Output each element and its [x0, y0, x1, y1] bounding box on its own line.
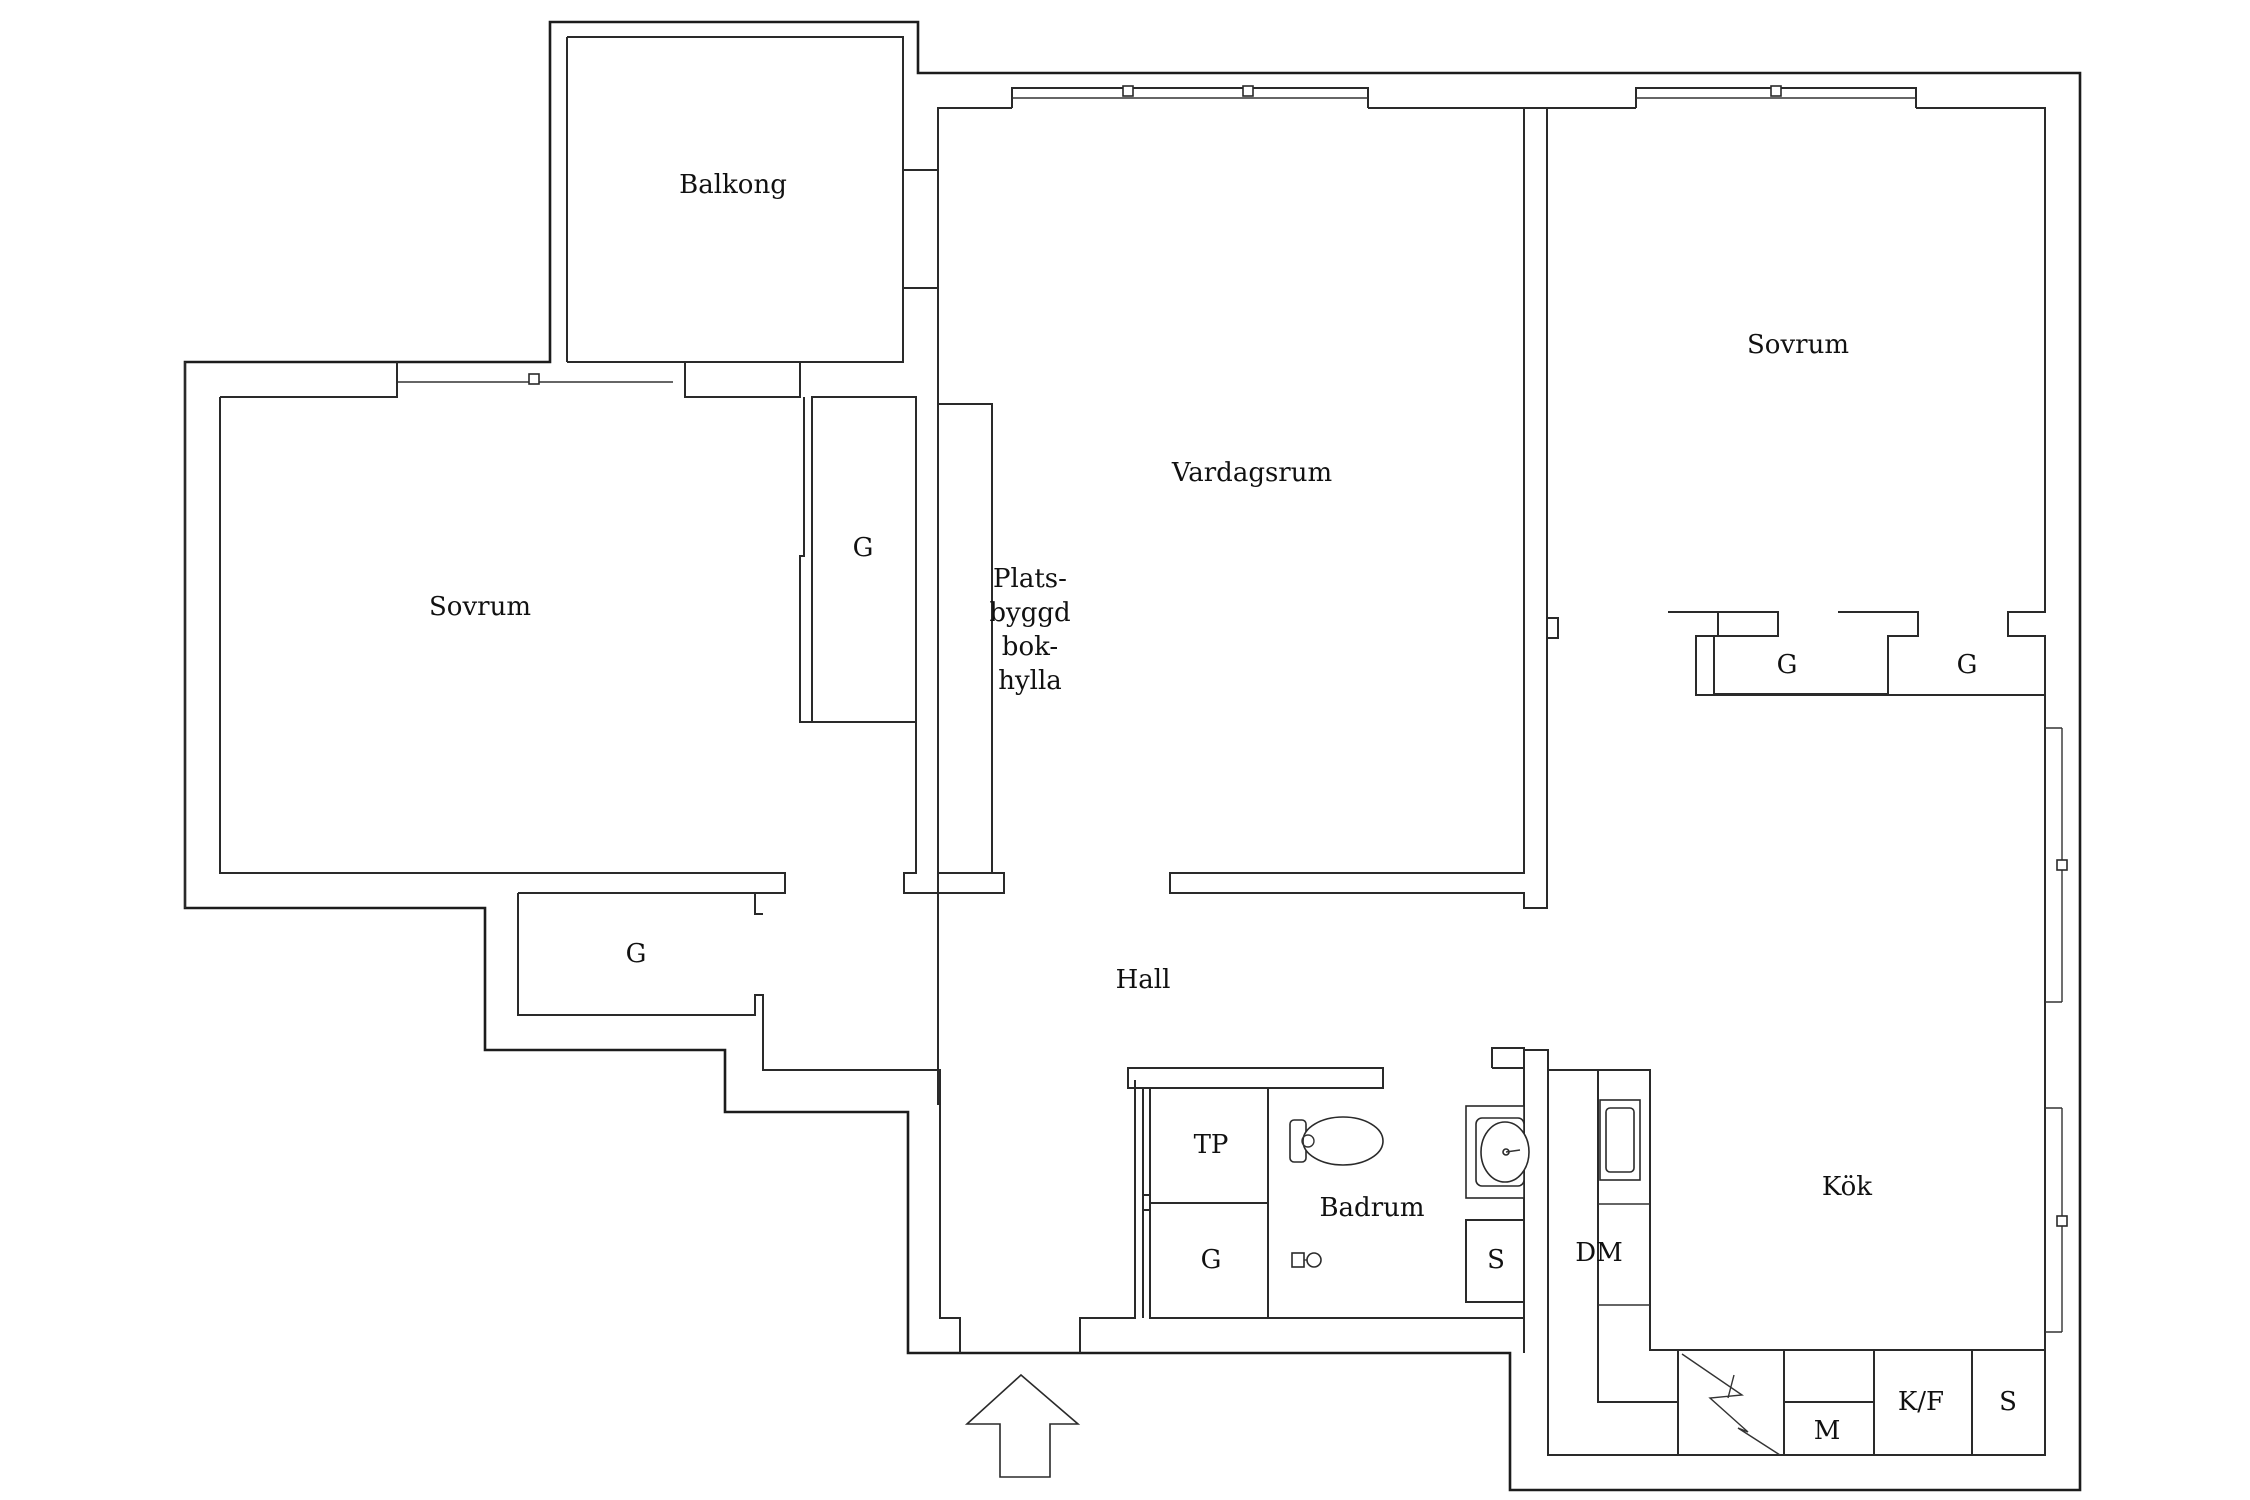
left-bedroom-walls [184, 361, 938, 914]
label-bookshelf-2: byggd [989, 598, 1070, 628]
label-s-kitchen: S [1999, 1387, 2017, 1417]
windows [397, 85, 2068, 1332]
label-bookshelf-3: bok- [1002, 632, 1058, 662]
room-labels: Balkong Vardagsrum Sovrum Sovrum Hall Ba… [429, 170, 2017, 1446]
entrance-arrow-icon [964, 1373, 1081, 1478]
label-g-bath-closet: G [1201, 1245, 1222, 1275]
window-latch-icon [2056, 859, 2068, 871]
label-m: M [1814, 1416, 1841, 1446]
right-bedroom-walls [1547, 107, 1919, 695]
window-latch-icon [1122, 85, 1134, 97]
label-s-bath: S [1487, 1245, 1505, 1275]
sink-icon [1465, 1105, 1530, 1199]
label-kok: Kök [1822, 1172, 1872, 1202]
label-bookshelf-1: Plats- [993, 564, 1067, 594]
window-latch-icon [1242, 85, 1254, 97]
label-g-hall-closet: G [626, 939, 647, 969]
window-latch-icon [2056, 1215, 2068, 1227]
electric-icon [1681, 1353, 1781, 1456]
kitchen-sink-icon [1599, 1099, 1641, 1181]
label-tp: TP [1194, 1130, 1229, 1160]
label-kf: K/F [1898, 1387, 1944, 1417]
bathroom [1127, 1047, 1549, 1353]
outer-walls [183, 20, 2082, 1492]
shower-icon [1291, 1252, 1322, 1268]
window-latch-icon [1770, 85, 1782, 97]
living-room-walls [1169, 108, 1559, 909]
label-badrum: Badrum [1319, 1193, 1424, 1223]
label-balkong: Balkong [679, 170, 787, 200]
label-g-right-closet-2: G [1957, 650, 1978, 680]
window-latch-icon [528, 373, 540, 385]
toilet-icon [1289, 1116, 1384, 1166]
label-g-right-closet-1: G [1777, 650, 1798, 680]
label-sovrum-left: Sovrum [429, 592, 531, 622]
label-bookshelf-4: hylla [998, 666, 1062, 696]
kitchen [1547, 695, 2062, 1456]
label-g-left-closet: G [853, 533, 874, 563]
stove-cell [1677, 1349, 1785, 1456]
label-sovrum-right: Sovrum [1747, 330, 1849, 360]
label-hall: Hall [1116, 965, 1171, 995]
label-dm: DM [1575, 1238, 1622, 1268]
hall-closet [517, 892, 1136, 1353]
label-vardagsrum: Vardagsrum [1171, 458, 1332, 488]
bath-storage-cabinet [1465, 1219, 1525, 1303]
built-in-bookshelf [938, 403, 1005, 894]
